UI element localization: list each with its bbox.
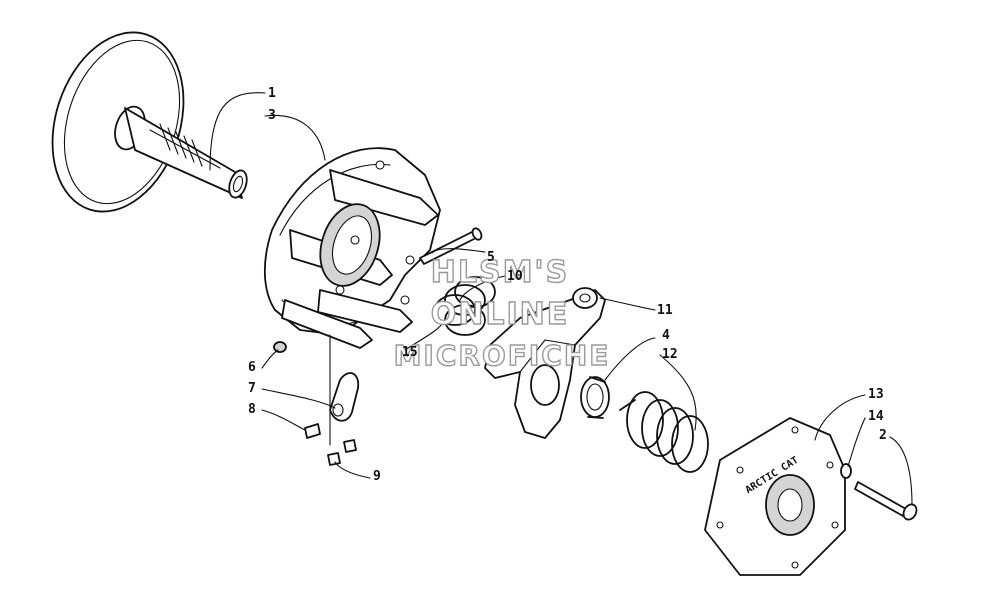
sheave-disc <box>51 31 248 213</box>
callout-5: 5 <box>487 250 495 265</box>
callout-3: 3 <box>268 108 276 123</box>
callout-11: 11 <box>657 303 673 318</box>
callout-12: 12 <box>662 347 678 362</box>
pin <box>419 227 483 265</box>
spider-arm <box>484 287 606 439</box>
callout-7: 7 <box>248 381 256 396</box>
watermark-line-1: HLSM'S <box>430 255 570 290</box>
nut <box>273 341 287 353</box>
callout-9: 9 <box>373 469 381 484</box>
callout-1: 1 <box>268 86 276 101</box>
watermark-line-3: MICROFICHE <box>393 339 611 372</box>
callout-8: 8 <box>248 402 256 417</box>
bushing <box>580 376 610 419</box>
callout-4: 4 <box>662 328 670 343</box>
callout-2: 2 <box>879 428 887 443</box>
weight-bushing <box>304 423 321 439</box>
callout-10: 10 <box>507 269 523 284</box>
cover-plate <box>704 417 846 576</box>
callout-15: 15 <box>402 345 418 360</box>
washers <box>327 439 357 466</box>
cam-weight <box>329 372 360 422</box>
main-spring <box>619 391 709 473</box>
leader-lines <box>209 92 913 506</box>
callout-6: 6 <box>248 360 256 375</box>
watermark-line-2: ONLINE <box>430 297 570 332</box>
callout-14: 14 <box>868 409 884 424</box>
callout-13: 13 <box>868 387 884 402</box>
washer <box>840 463 852 479</box>
movable-housing <box>263 147 441 349</box>
bolt <box>854 481 918 521</box>
